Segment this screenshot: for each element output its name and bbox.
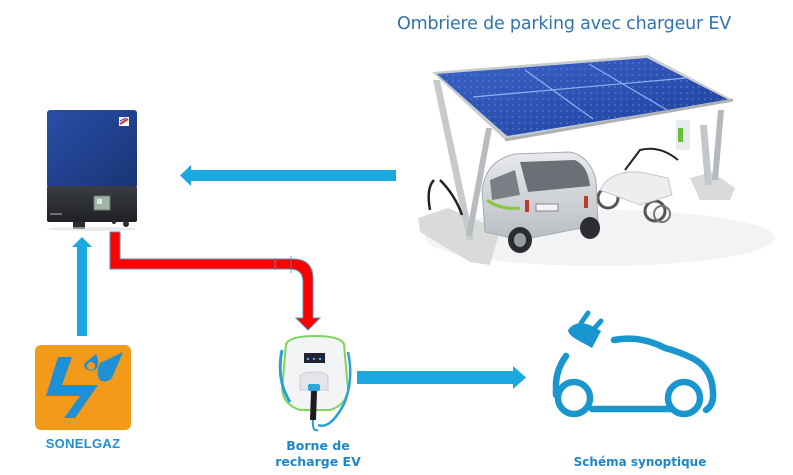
sonelgaz-label: SONELGAZ (45, 436, 121, 451)
solar-carport-icon (418, 55, 775, 266)
diagram-title: Ombriere de parking avec chargeur EV (397, 14, 732, 34)
charger-label: Borne de recharge EV (268, 438, 368, 470)
arrow-carport-to-inverter (180, 165, 396, 186)
arrow-grid-to-inverter (72, 237, 92, 336)
charger-label-line2: recharge EV (275, 454, 361, 469)
electric-car-plug-icon (552, 335, 717, 418)
schema-label: Schéma synoptique (573, 455, 707, 469)
plug-head-icon (568, 310, 604, 348)
charger-label-line1: Borne de (286, 438, 350, 453)
ev-charger-icon (278, 334, 352, 432)
sonelgaz-logo-icon (35, 345, 131, 430)
arrow-charger-to-ev (357, 366, 526, 389)
solar-inverter-icon (47, 110, 137, 231)
arrow-inverter-to-charger (109, 231, 322, 331)
